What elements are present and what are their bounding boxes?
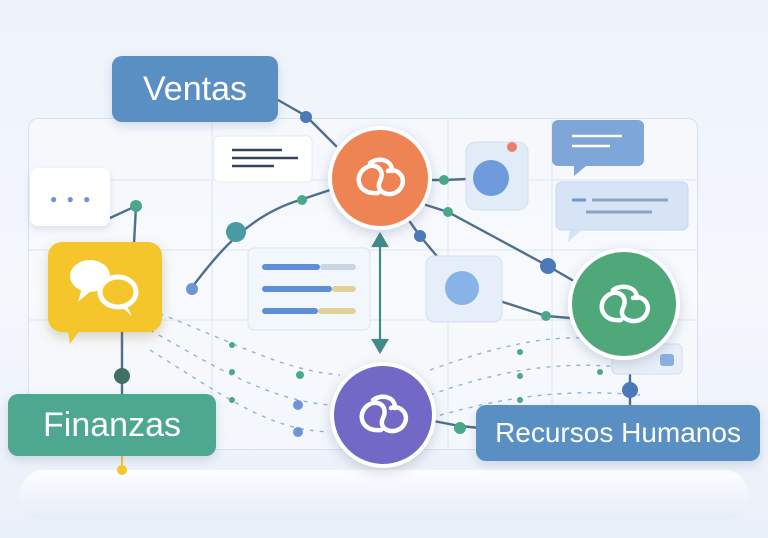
knot-icon: [599, 284, 651, 324]
knot-icon: [359, 394, 409, 434]
typing-dots-icon: ● ● ●: [50, 192, 94, 206]
hub-ventas: [328, 126, 432, 230]
label-ventas: Ventas: [112, 56, 278, 122]
connector-chat-yellow: [108, 204, 138, 246]
floor-shadow: [20, 470, 748, 520]
label-finanzas: Finanzas: [8, 394, 216, 456]
list-card-center: [247, 247, 371, 331]
connector-purple-rrhh: [426, 418, 482, 430]
bubble-card: [425, 255, 503, 323]
hub-finanzas: [330, 362, 436, 468]
chat-bubbles-tile: [48, 242, 162, 334]
message-card-top: [552, 120, 644, 176]
label-recursos-humanos: Recursos Humanos: [476, 405, 760, 461]
chat-bubbles-icon: [62, 260, 139, 334]
knot-icon: [356, 157, 406, 197]
hub-recursos-humanos: [568, 248, 680, 360]
message-card-mid: [555, 181, 689, 242]
connector-orange-green: [424, 203, 574, 282]
avatar-card: [465, 141, 529, 211]
typing-chat-card: ● ● ●: [30, 168, 110, 226]
doc-card-top: [213, 135, 313, 183]
chat-tail-icon: [68, 330, 80, 344]
